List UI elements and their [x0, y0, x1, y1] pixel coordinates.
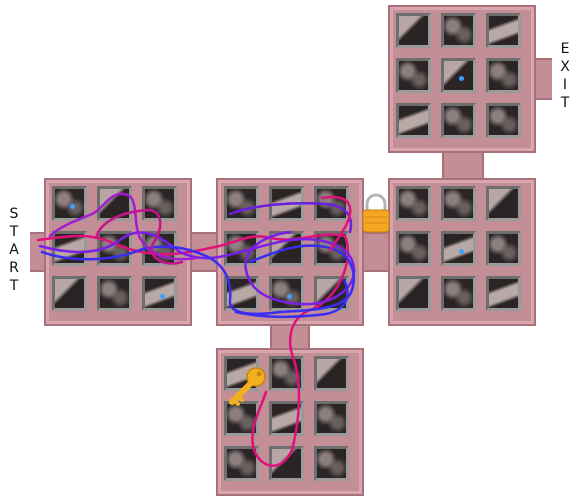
trajectory-path	[38, 234, 348, 465]
trajectory-path	[230, 203, 351, 232]
padlock-icon	[363, 195, 389, 232]
trajectory-path	[50, 194, 196, 259]
trajectory-path	[40, 232, 354, 304]
key-icon	[232, 368, 265, 404]
